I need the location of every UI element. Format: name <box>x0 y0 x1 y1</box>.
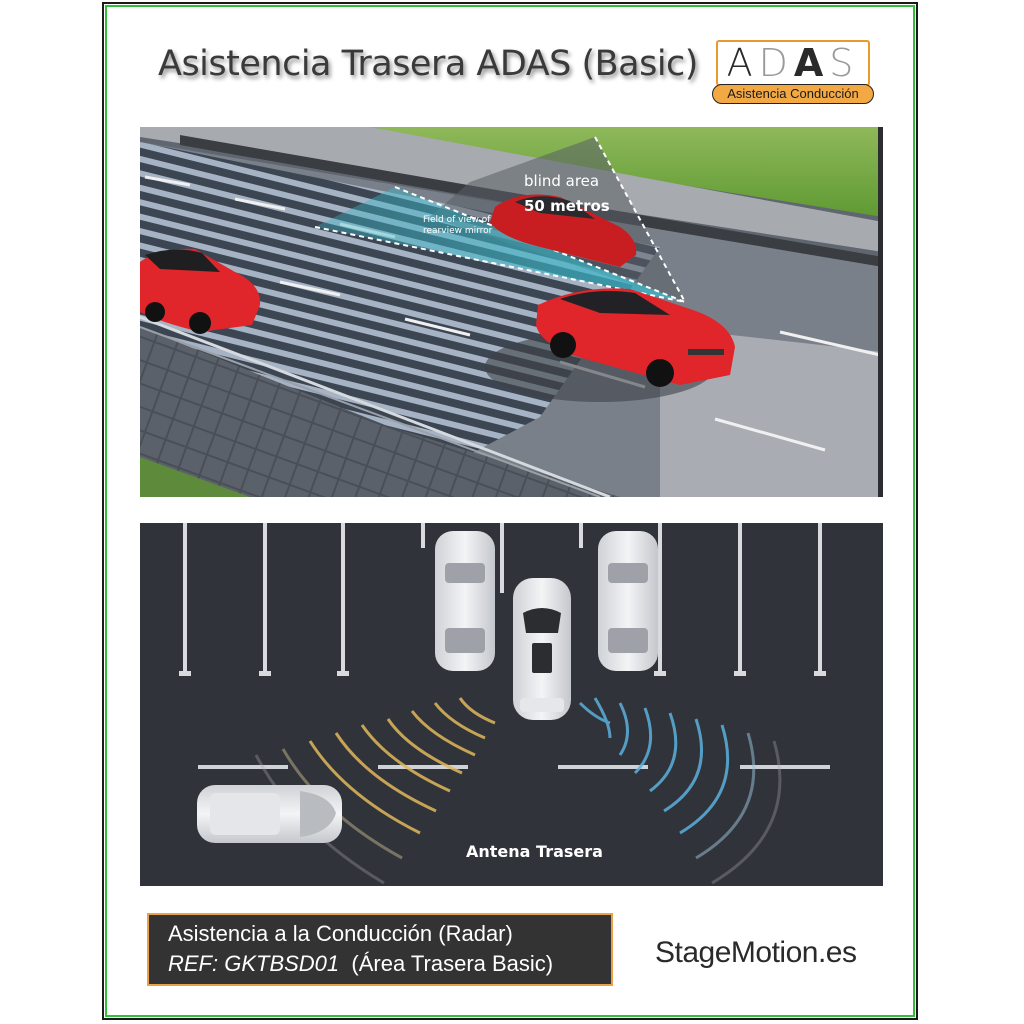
product-caption: Asistencia a la Conducción (Radar) REF: … <box>147 913 613 986</box>
parked-car-bottom-left <box>197 785 342 843</box>
red-car-main <box>485 288 735 402</box>
parking-scene-graphic <box>140 523 883 886</box>
blind-area-label: blind area <box>524 172 600 190</box>
logo-letter-a: A <box>726 41 759 85</box>
parked-car-right <box>598 531 658 671</box>
logo-letter-s: S <box>829 41 860 85</box>
red-car-left <box>140 248 261 334</box>
radar-waves-right <box>578 697 782 885</box>
fov-label: Field of view of rearview mirror <box>423 215 492 237</box>
page-title: Asistencia Trasera ADAS (Basic) <box>158 44 698 84</box>
blind-spot-illustration: blind area 50 metros Field of view of re… <box>140 127 883 497</box>
logo-tagline: Asistencia Conducción <box>712 84 874 104</box>
ref-code: REF: GKTBSD01 <box>168 951 340 976</box>
parking-lines <box>183 523 822 673</box>
fov-label-line1: Field of view of <box>423 215 491 225</box>
parking-radar-illustration: Antena Trasera <box>140 523 883 886</box>
parked-car-left <box>435 531 495 671</box>
reversing-car-center <box>513 578 571 720</box>
caption-title: Asistencia a la Conducción (Radar) <box>168 921 513 946</box>
ref-description: (Área Trasera Basic) <box>351 951 554 976</box>
logo-letter-a2: A <box>793 41 830 85</box>
distance-label: 50 metros <box>524 197 610 215</box>
brand-name: StageMotion.es <box>655 936 857 969</box>
red-car-blind-spot <box>490 194 637 267</box>
antenna-label: Antena Trasera <box>466 842 603 861</box>
fov-label-line2: rearview mirror <box>423 226 493 236</box>
logo-letter-d: D <box>758 41 794 85</box>
caption-ref: REF: GKTBSD01 (Área Trasera Basic) <box>168 949 611 979</box>
highway-scene-graphic <box>140 127 883 497</box>
